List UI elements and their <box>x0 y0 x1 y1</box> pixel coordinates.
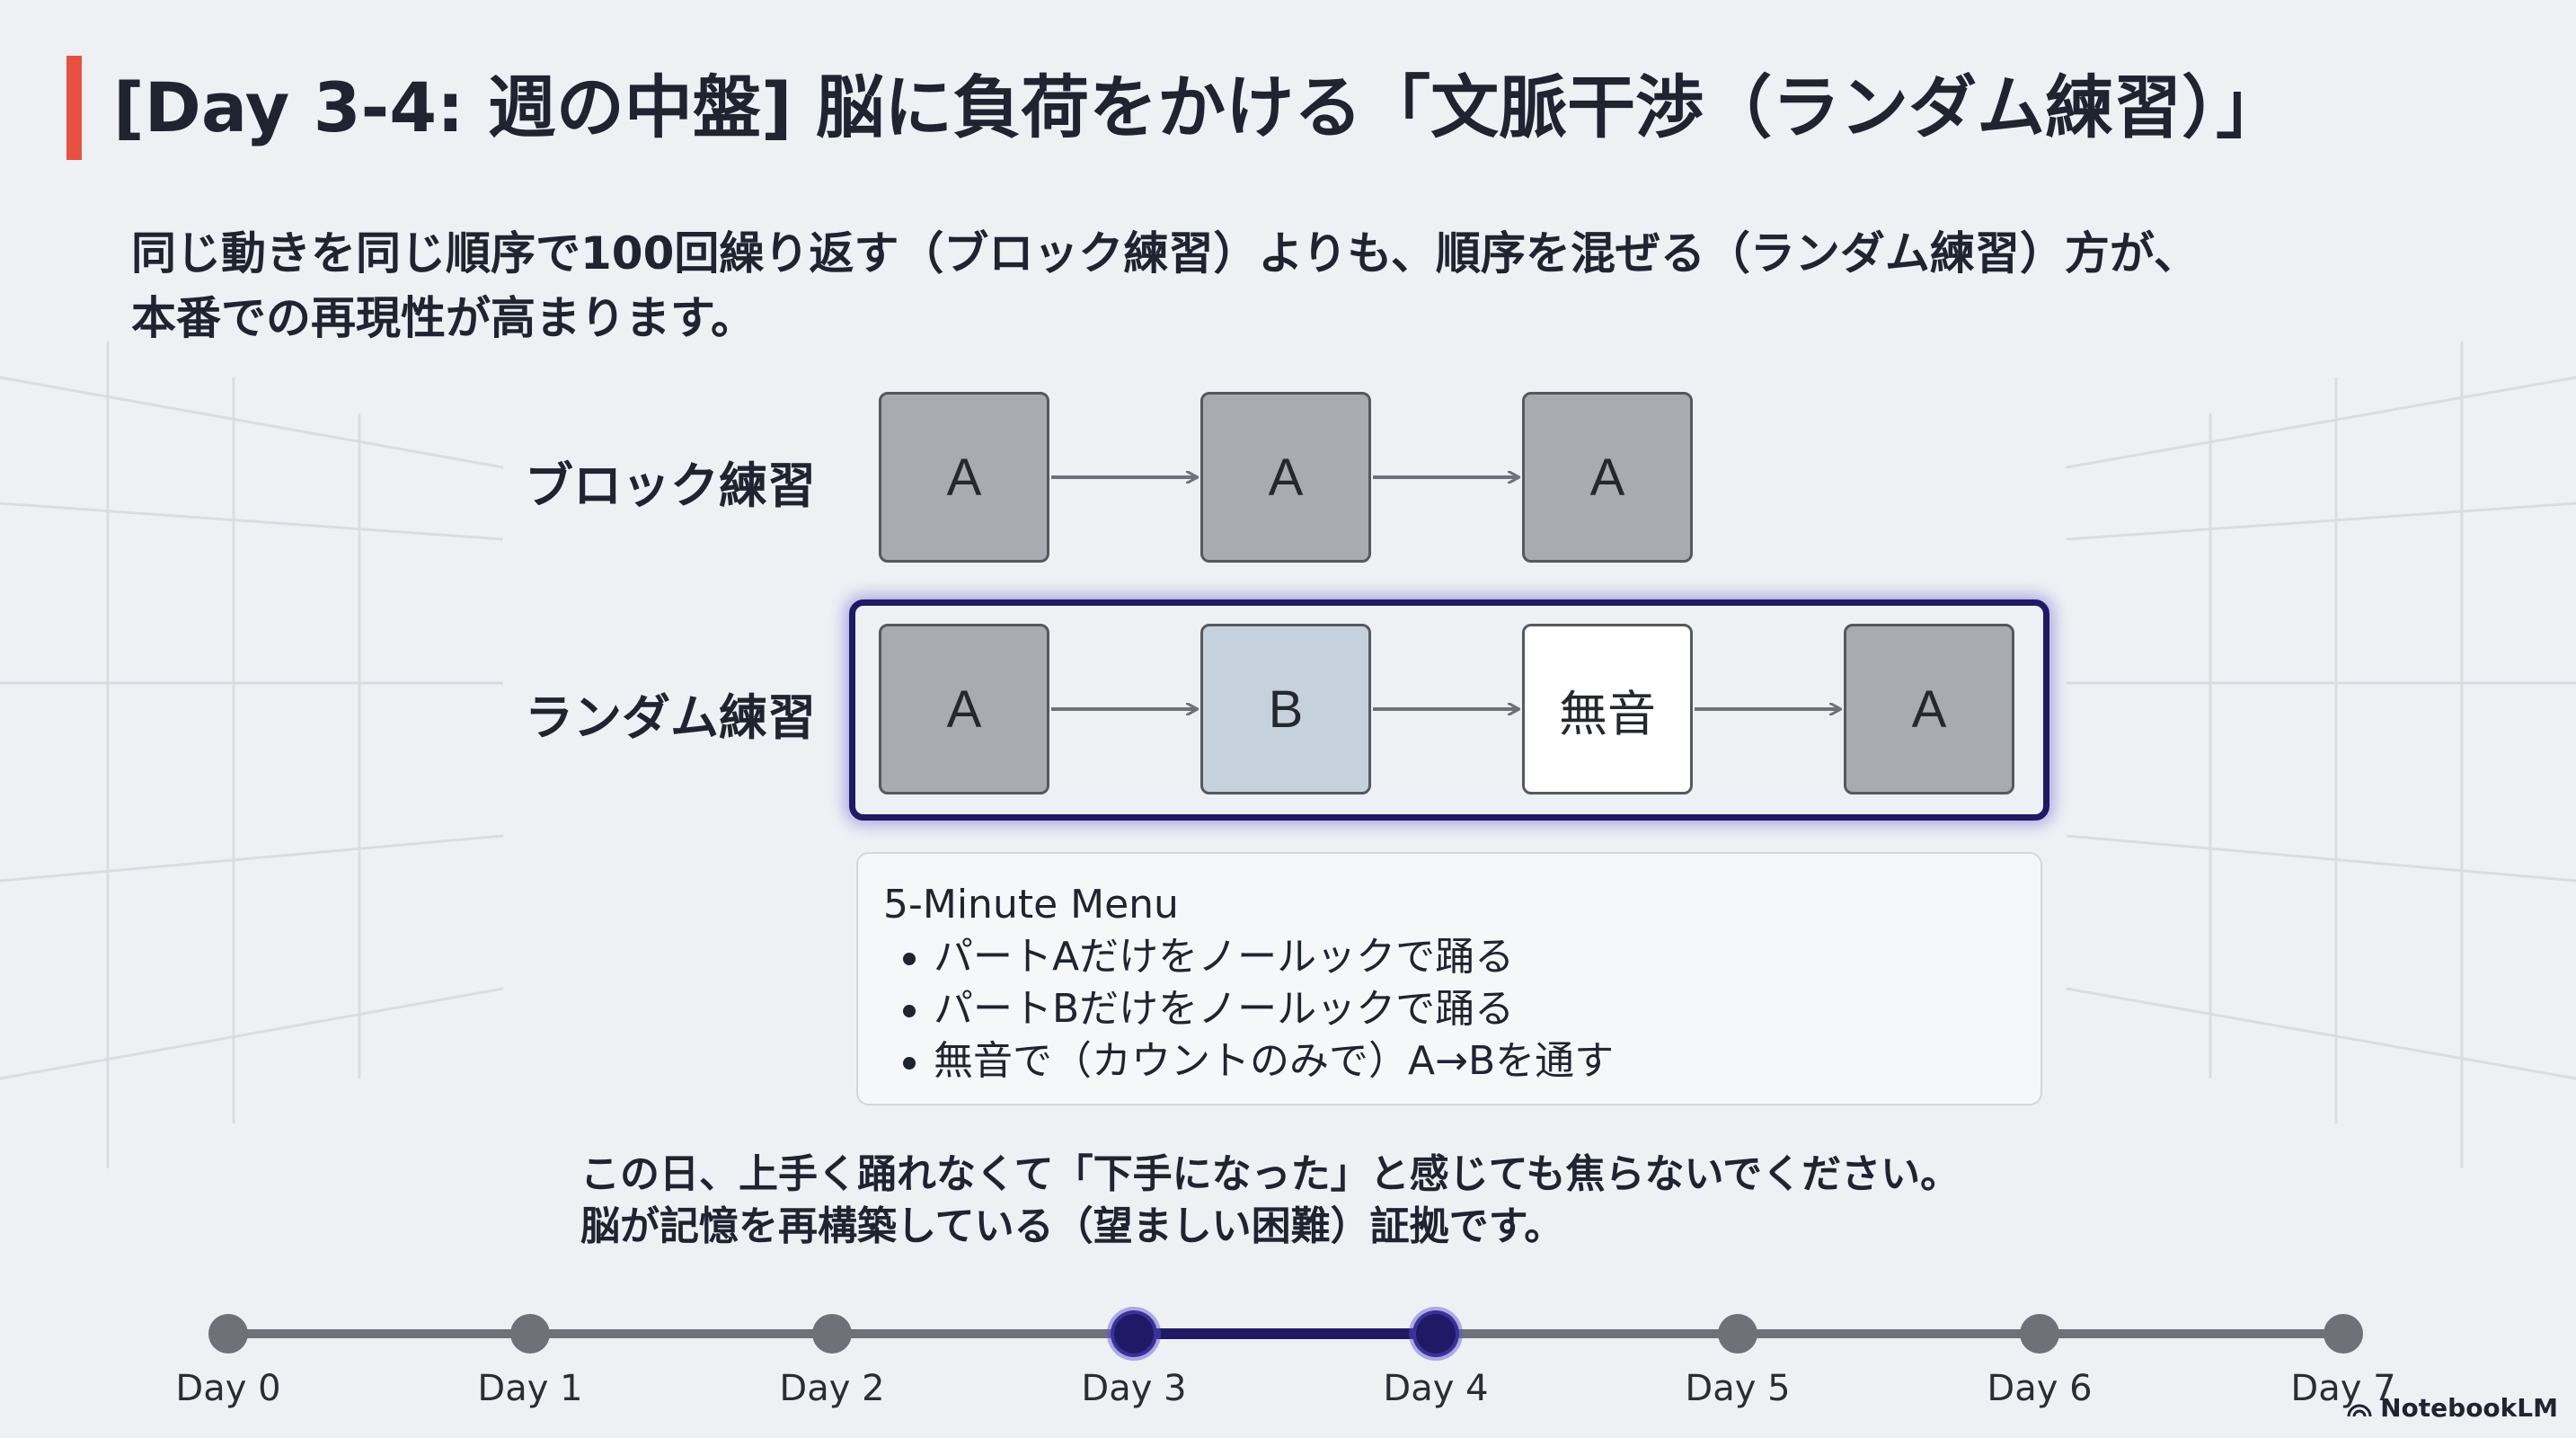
random-practice-highlight-frame <box>849 599 2049 821</box>
day-label-5: Day 5 <box>1685 1368 1791 1409</box>
day-label-0: Day 0 <box>175 1368 281 1409</box>
day-label-6: Day 6 <box>1987 1368 2093 1409</box>
day-label-4: Day 4 <box>1383 1368 1489 1409</box>
random-practice-label: ランダム練習 <box>525 689 816 746</box>
page-title: [Day 3-4: 週の中盤] 脳に負荷をかける「文脈干渉（ランダム練習）」 <box>113 67 2285 147</box>
block-practice-label: ブロック練習 <box>525 457 816 514</box>
intro-line-2: 本番での再現性が高まります。 <box>131 292 756 344</box>
day-label-1: Day 1 <box>477 1368 583 1409</box>
notebooklm-watermark: NotebookLM <box>2346 1393 2558 1423</box>
random-box-1: A <box>879 624 1049 794</box>
intro-line-1: 同じ動きを同じ順序で100回繰り返す（ブロック練習）よりも、順序を混ぜる（ランダ… <box>131 227 2199 280</box>
random-box-3: 無音 <box>1522 624 1693 794</box>
day-2-dot <box>812 1314 852 1354</box>
day-6-dot <box>2020 1314 2059 1354</box>
menu-item: 無音で（カウントのみで）A→Bを通す <box>903 1035 2040 1087</box>
five-minute-menu: 5-Minute Menu パートAだけをノールックで踊る パートBだけをノール… <box>856 852 2042 1105</box>
notebooklm-logo-icon <box>2347 1404 2372 1416</box>
menu-item: パートBだけをノールックで踊る <box>903 983 2040 1035</box>
random-box-4: A <box>1844 624 2014 794</box>
menu-item: パートAだけをノールックで踊る <box>903 931 2040 983</box>
day-label-3: Day 3 <box>1081 1368 1187 1409</box>
day-label-2: Day 2 <box>779 1368 885 1409</box>
menu-list: パートAだけをノールックで踊る パートBだけをノールックで踊る 無音で（カウント… <box>883 931 2040 1087</box>
day-5-dot <box>1718 1314 1757 1354</box>
note-text: この日、上手く踊れなくて「下手になった」と感じても焦らないでください。 脳が記憶… <box>580 1149 2288 1253</box>
day-label-7: Day 7 <box>2290 1368 2396 1409</box>
day-0-dot <box>208 1314 248 1354</box>
random-box-2: B <box>1200 624 1371 794</box>
day-7-dot <box>2324 1314 2363 1354</box>
block-box-2: A <box>1200 392 1371 563</box>
block-box-1: A <box>879 392 1049 563</box>
intro-text: 同じ動きを同じ順序で100回繰り返す（ブロック練習）よりも、順序を混ぜる（ランダ… <box>131 221 2467 351</box>
day-1-dot <box>510 1314 550 1354</box>
menu-title: 5-Minute Menu <box>883 882 1179 928</box>
note-line-1: この日、上手く踊れなくて「下手になった」と感じても焦らないでください。 <box>580 1151 1961 1197</box>
day-3-dot <box>1107 1307 1161 1361</box>
note-line-2: 脳が記憶を再構築している（望ましい困難）証拠です。 <box>580 1203 1564 1249</box>
day-4-dot <box>1409 1307 1463 1361</box>
brand-name: NotebookLM <box>2380 1393 2558 1423</box>
block-box-3: A <box>1522 392 1693 563</box>
title-accent-bar <box>66 56 82 160</box>
